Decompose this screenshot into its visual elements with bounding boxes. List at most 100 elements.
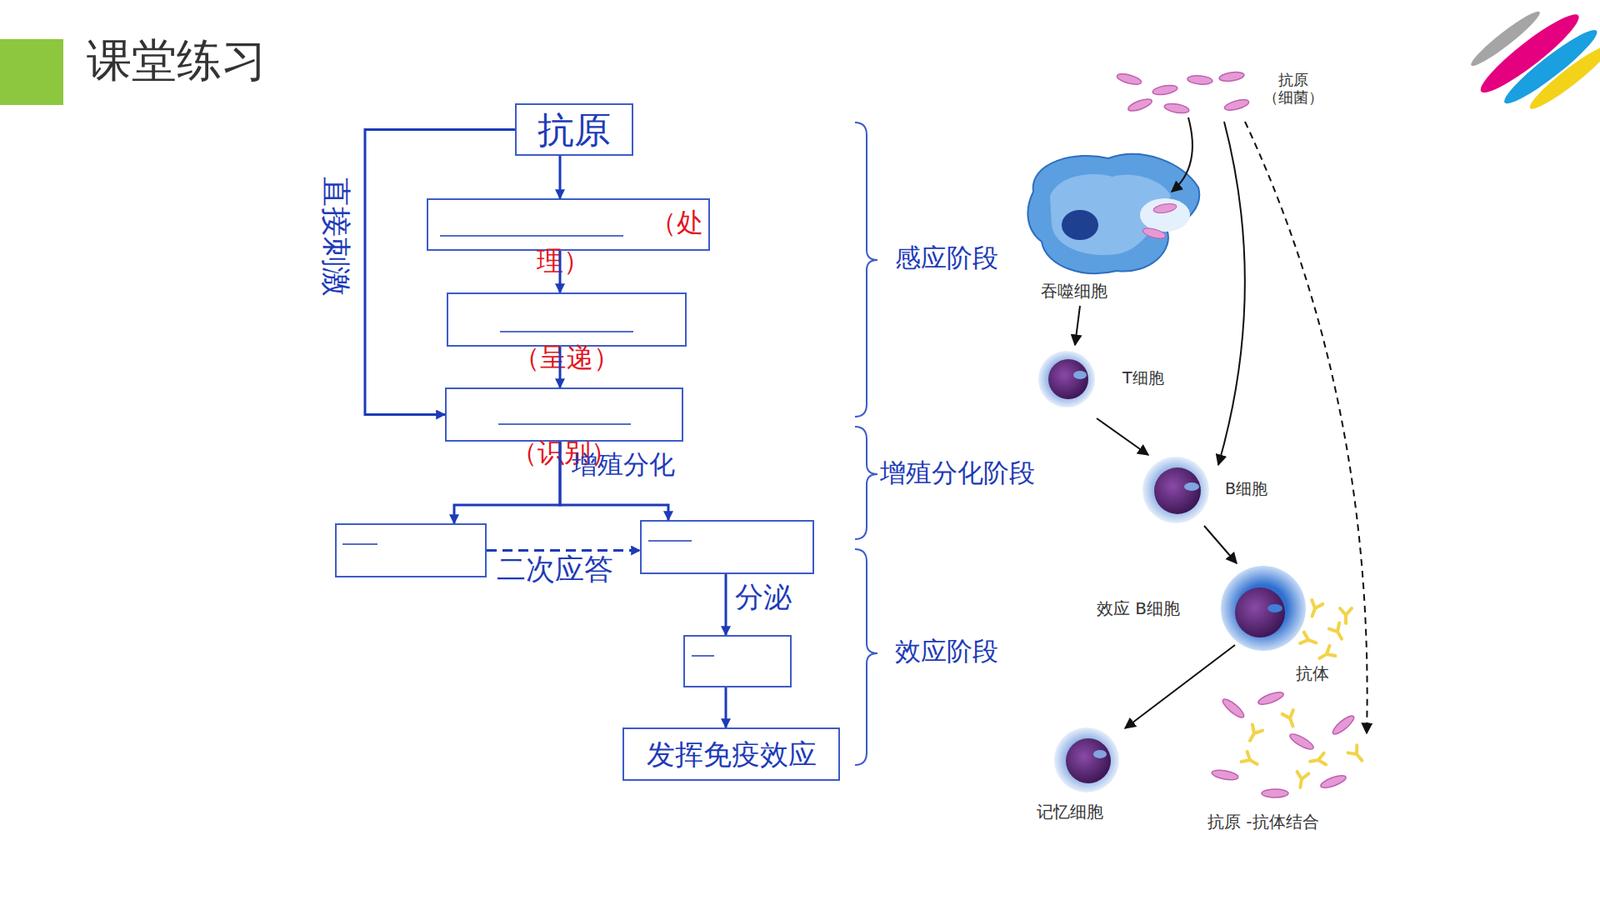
blank-box: （识别） bbox=[445, 387, 684, 442]
arrow bbox=[1204, 525, 1237, 564]
cell-label: 抗体 bbox=[1295, 664, 1330, 684]
bacterium bbox=[1218, 70, 1245, 83]
cell-label: 效应 B细胞 bbox=[1096, 599, 1180, 619]
logo bbox=[1460, 0, 1600, 133]
brace bbox=[855, 549, 878, 765]
bacterium bbox=[1256, 690, 1285, 707]
plasma-cell bbox=[1220, 565, 1306, 651]
cell-nucleus bbox=[1065, 738, 1111, 784]
blank-line bbox=[440, 235, 624, 237]
bacterium bbox=[1126, 96, 1154, 114]
flow-arrow bbox=[559, 250, 562, 293]
flow-arrow bbox=[559, 155, 562, 199]
arrow bbox=[1218, 121, 1245, 465]
arrow bbox=[1075, 305, 1080, 345]
cell-nucleus bbox=[1048, 359, 1089, 400]
process-box: 发挥免疫效应 bbox=[622, 727, 840, 781]
cell-label: 抗原 -抗体结合 bbox=[1207, 812, 1320, 832]
antibodies bbox=[1300, 600, 1352, 664]
cell-label: B细胞 bbox=[1225, 480, 1268, 499]
antibody bbox=[1282, 710, 1299, 729]
arrow bbox=[1171, 117, 1193, 192]
blank-box: （处理） bbox=[426, 198, 710, 251]
logo-stripe bbox=[1525, 40, 1600, 115]
slide-title: 课堂练习 bbox=[86, 38, 267, 84]
blank-line bbox=[342, 543, 378, 545]
blank-line bbox=[648, 540, 692, 542]
bacterium bbox=[1210, 768, 1239, 781]
arrow bbox=[1096, 418, 1149, 455]
b-cell bbox=[1142, 456, 1210, 524]
memory-cell bbox=[1054, 727, 1120, 793]
node-label: 抗原 bbox=[516, 105, 632, 155]
bacterium bbox=[1288, 731, 1316, 753]
brace bbox=[855, 426, 878, 540]
bacterium bbox=[1151, 83, 1178, 96]
blank-box bbox=[683, 635, 792, 688]
t-cell bbox=[1038, 350, 1095, 408]
antibody bbox=[1241, 751, 1261, 770]
blank-lines bbox=[342, 235, 715, 656]
antibody bbox=[1294, 771, 1309, 789]
nucleus-notch bbox=[1073, 370, 1087, 380]
bacterium bbox=[1115, 71, 1143, 86]
cell-nucleus bbox=[1235, 587, 1285, 638]
blank-box bbox=[335, 523, 487, 578]
antigen-antibody-complex bbox=[1210, 690, 1366, 798]
nucleus-notch bbox=[1093, 750, 1107, 759]
antibody bbox=[1316, 645, 1336, 664]
bacteria bbox=[1115, 70, 1250, 115]
node-label: （处理） bbox=[536, 203, 715, 280]
antibody bbox=[1300, 632, 1319, 649]
node-label: 发挥免疫效应 bbox=[624, 729, 839, 780]
arrow bbox=[1125, 645, 1235, 729]
edge-label: 分泌 bbox=[735, 580, 792, 614]
edge-label: 直接刺激 bbox=[319, 176, 354, 297]
bacterium bbox=[1261, 789, 1289, 798]
blank-box: （呈递） bbox=[446, 292, 687, 347]
dashed-arrow bbox=[486, 549, 640, 552]
bacterium bbox=[1141, 226, 1167, 241]
antibody bbox=[1329, 623, 1347, 643]
stage-label: 增殖分化阶段 bbox=[880, 458, 1035, 489]
phagocyte-nucleus bbox=[1061, 210, 1099, 240]
brace-group bbox=[855, 122, 878, 765]
nucleus-notch bbox=[1267, 604, 1283, 613]
bacterium bbox=[1223, 97, 1250, 112]
antigen-box: 抗原 bbox=[515, 103, 634, 156]
cell-label: 记忆细胞 bbox=[1036, 802, 1104, 822]
complex-bacteria bbox=[1210, 690, 1356, 798]
cell-label: 吞噬细胞 bbox=[1040, 281, 1108, 301]
cell-membrane bbox=[1220, 565, 1306, 651]
flow-arrow bbox=[725, 687, 728, 728]
bacterium bbox=[1187, 75, 1214, 86]
header-square bbox=[0, 39, 64, 105]
cell-label: T细胞 bbox=[1122, 369, 1165, 388]
bacterium bbox=[1152, 202, 1177, 215]
stage-label: 效应阶段 bbox=[895, 636, 999, 667]
antibody bbox=[1347, 745, 1366, 765]
nucleus-notch bbox=[1184, 482, 1200, 491]
edge-label: 二次应答 bbox=[496, 552, 614, 586]
phagosome bbox=[1140, 198, 1190, 232]
cell-membrane bbox=[1038, 350, 1095, 408]
cell-label: 抗原 （细菌） bbox=[1260, 71, 1327, 106]
phagocyte-body bbox=[1027, 154, 1200, 274]
blank-line bbox=[498, 423, 631, 425]
phagocyte bbox=[1027, 154, 1200, 274]
antibody bbox=[1309, 753, 1326, 768]
flow-arrow bbox=[559, 346, 562, 388]
cell-membrane bbox=[1142, 456, 1210, 524]
illustration-arrows bbox=[1075, 117, 1368, 734]
bacterium bbox=[1220, 696, 1247, 720]
node-label: （呈递） bbox=[448, 340, 685, 375]
edge-label: 增殖分化 bbox=[571, 450, 675, 480]
flow-arrow bbox=[454, 441, 560, 524]
dashed-arrow bbox=[1245, 121, 1368, 734]
antibody bbox=[1245, 725, 1263, 745]
antibody bbox=[1340, 608, 1352, 624]
brace bbox=[855, 122, 878, 417]
blank-line bbox=[500, 330, 634, 333]
